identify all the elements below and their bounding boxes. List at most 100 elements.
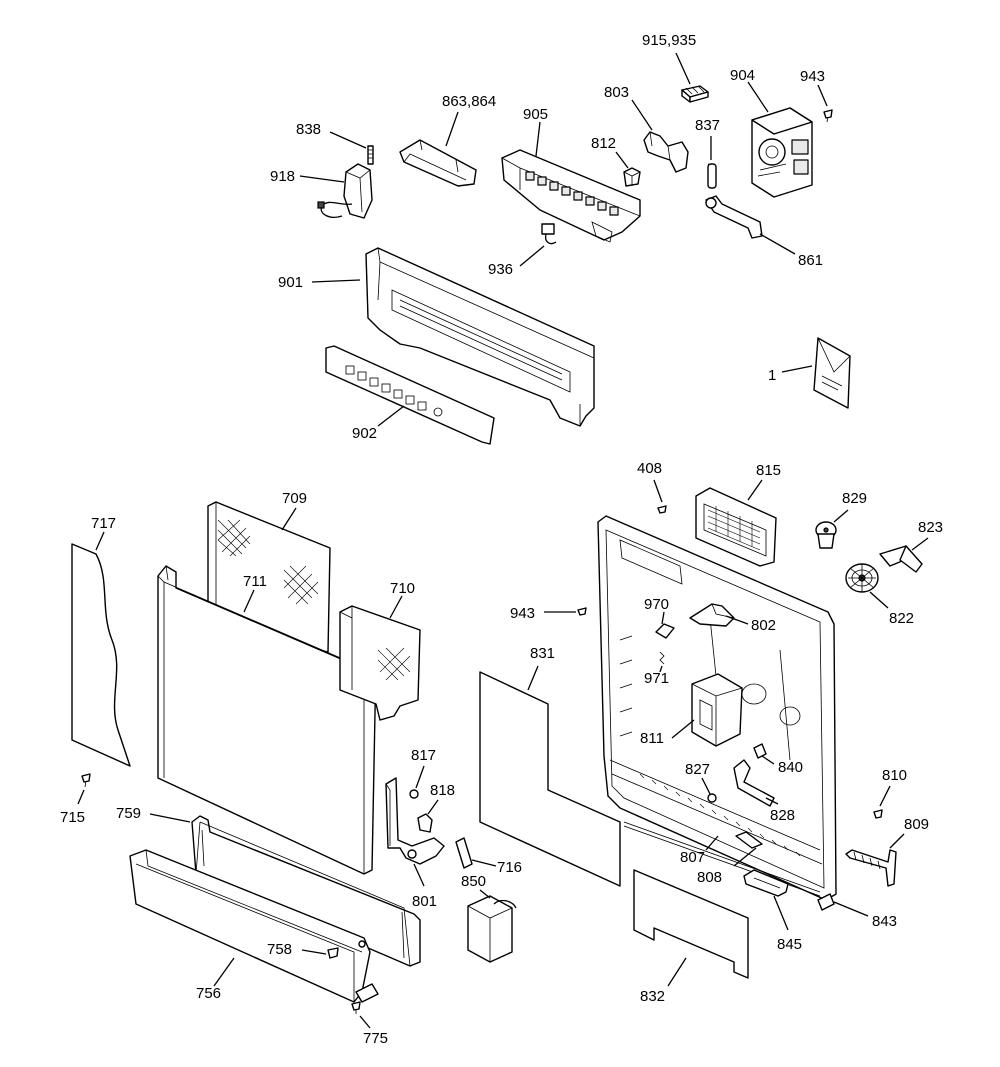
label-861: 861: [798, 252, 823, 269]
label-971: 971: [644, 670, 669, 687]
part-823-rod: [879, 545, 923, 573]
leader-807: [705, 835, 719, 851]
leader-709: [281, 507, 297, 531]
leader-918: [299, 175, 345, 183]
label-827: 827: [685, 761, 710, 778]
leader-971: [659, 665, 663, 673]
leader-823: [911, 537, 929, 551]
part-710-insulation: [339, 605, 421, 721]
part-915-connector: [681, 85, 709, 103]
label-810: 810: [882, 767, 907, 784]
leader-905: [535, 121, 541, 157]
part-810-screw: [873, 809, 883, 819]
part-902-overlay: [325, 345, 495, 445]
part-758-screw: [327, 947, 339, 959]
part-832-liner: [633, 869, 749, 979]
label-902: 902: [352, 425, 377, 442]
part-863-handle: [399, 139, 477, 187]
leader-801: [413, 863, 425, 887]
part-822-gear: [845, 563, 879, 593]
label-709: 709: [282, 490, 307, 507]
part-756-toe-kick: [129, 849, 379, 1003]
label-710: 710: [390, 580, 415, 597]
insulation-hatch-710: [377, 647, 411, 681]
part-943-screw-mid: [577, 607, 587, 616]
leader-861: [759, 233, 796, 255]
leader-943a: [817, 84, 828, 107]
leader-812: [615, 151, 629, 169]
label-845: 845: [777, 936, 802, 953]
label-809: 809: [904, 816, 929, 833]
leader-902: [377, 405, 405, 427]
part-837-spring: [707, 163, 717, 189]
leader-711: [243, 589, 255, 613]
insulation-hatch-709: [217, 519, 319, 605]
leader-717: [95, 531, 105, 551]
label-711: 711: [243, 573, 267, 590]
label-812: 812: [591, 135, 616, 152]
label-943-mid: 943: [510, 605, 535, 622]
part-759-bracket: [191, 815, 421, 967]
part-716-link: [455, 837, 473, 869]
leader-936: [519, 245, 545, 267]
part-918-switch: [317, 163, 373, 219]
label-829: 829: [842, 490, 867, 507]
part-811-dispenser: [691, 673, 743, 747]
label-717: 717: [91, 515, 116, 532]
label-815: 815: [756, 462, 781, 479]
label-808: 808: [697, 869, 722, 886]
label-828: 828: [770, 807, 795, 824]
part-775-screw: [351, 1001, 361, 1014]
label-801: 801: [412, 893, 437, 910]
part-971-spring: [659, 651, 665, 665]
leader-831: [527, 665, 539, 691]
part-943-screw-top: [823, 109, 833, 123]
leader-802: [725, 615, 749, 625]
label-811: 811: [640, 730, 664, 747]
leader-829: [833, 509, 849, 523]
label-802: 802: [751, 617, 776, 634]
leader-827: [701, 777, 711, 795]
part-905-control-board: [501, 149, 641, 243]
label-775: 775: [363, 1030, 388, 1047]
label-1: 1: [768, 367, 776, 384]
board-switches: [525, 171, 619, 216]
part-812-clip: [623, 167, 641, 187]
leader-845: [773, 895, 789, 931]
part-861-lever: [705, 195, 763, 239]
part-827-cap: [707, 793, 717, 803]
leader-863: [445, 111, 459, 147]
part-828-lever: [733, 759, 775, 807]
leader-715: [77, 789, 85, 805]
part-715-screw: [81, 773, 91, 788]
leader-901: [311, 279, 361, 283]
leader-756: [213, 957, 235, 987]
part-815-vent: [695, 487, 777, 567]
leader-838: [329, 131, 367, 149]
leader-822: [869, 591, 889, 609]
leader-832: [667, 957, 687, 987]
leader-1: [781, 365, 813, 373]
leader-843: [833, 901, 869, 917]
leader-710: [389, 595, 403, 619]
label-807: 807: [680, 849, 705, 866]
label-863-864: 863,864: [442, 93, 496, 110]
overlay-buttons: [345, 365, 443, 417]
leader-970: [661, 611, 665, 625]
part-818-latch: [417, 813, 433, 833]
leader-803: [631, 99, 653, 131]
label-840: 840: [778, 759, 803, 776]
leader-818: [427, 799, 439, 815]
leader-759: [149, 813, 191, 823]
label-756: 756: [196, 985, 221, 1002]
leader-840: [761, 755, 775, 765]
label-904: 904: [730, 67, 755, 84]
label-823: 823: [918, 519, 943, 536]
label-915-935: 915,935: [642, 32, 696, 49]
label-843: 843: [872, 913, 897, 930]
label-905: 905: [523, 106, 548, 123]
part-1-literature: [813, 337, 851, 409]
part-970-latch: [655, 623, 675, 639]
part-817-nut: [409, 789, 419, 799]
